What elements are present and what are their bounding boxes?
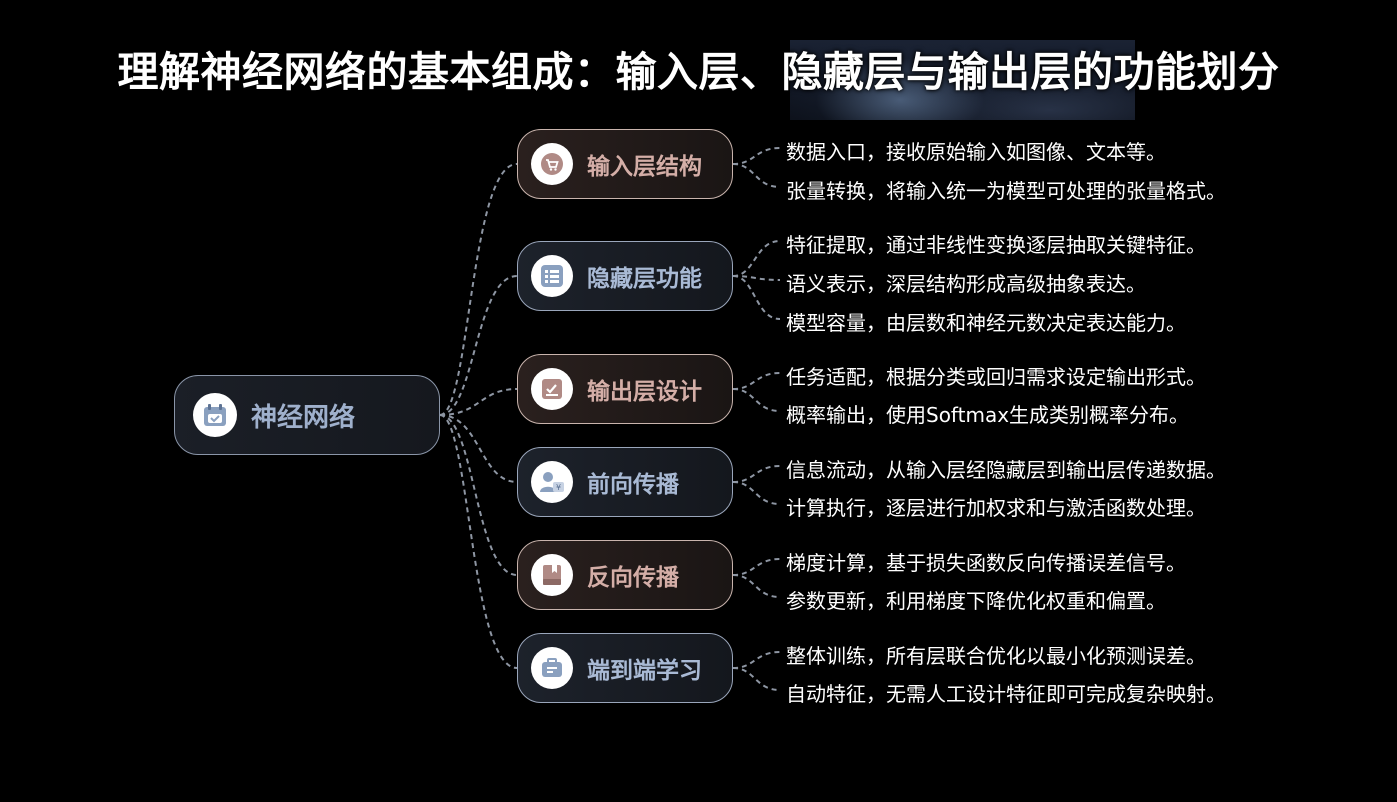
- root-node[interactable]: 神经网络: [174, 375, 440, 455]
- branch-label: 输出层设计: [587, 379, 702, 405]
- branch-hidden-layer[interactable]: 隐藏层功能: [517, 241, 733, 311]
- connector-root-branch-6: [439, 414, 518, 669]
- page-title: 理解神经网络的基本组成：输入层、隐藏层与输出层的功能划分: [117, 48, 1280, 96]
- branch-output-layer[interactable]: 输出层设计: [517, 354, 733, 424]
- checkbox-icon: [531, 368, 573, 410]
- connector-root-branch-5: [439, 414, 518, 576]
- leaf-text: 模型容量，由层数和神经元数决定表达能力。: [786, 311, 1186, 335]
- leaf-text: 整体训练，所有层联合优化以最小化预测误差。: [786, 644, 1206, 668]
- connector-root-branch-2: [439, 275, 518, 416]
- leaf-text: 语义表示，深层结构形成高级抽象表达。: [786, 272, 1146, 296]
- list-icon: [531, 255, 573, 297]
- leaf-text: 概率输出，使用Softmax生成类别概率分布。: [786, 403, 1190, 427]
- connector-b2-leaf-1: [732, 240, 781, 277]
- connector-b3-leaf-1: [732, 372, 781, 390]
- leaf-text: 数据入口，接收原始输入如图像、文本等。: [786, 140, 1166, 164]
- book-icon: [531, 554, 573, 596]
- leaf-text: 计算执行，逐层进行加权求和与激活函数处理。: [786, 496, 1206, 520]
- connector-b5-leaf-2: [732, 574, 781, 598]
- branch-backpropagation[interactable]: 反向传播: [517, 540, 733, 610]
- connector-b6-leaf-2: [732, 667, 781, 691]
- branch-label: 反向传播: [587, 565, 679, 591]
- connector-b3-leaf-2: [732, 388, 781, 412]
- connector-b4-leaf-2: [732, 481, 781, 505]
- svg-text:¥: ¥: [556, 483, 561, 492]
- leaf-text: 信息流动，从输入层经隐藏层到输出层传递数据。: [786, 458, 1226, 482]
- root-label: 神经网络: [251, 402, 356, 433]
- connector-root-branch-1: [439, 163, 518, 416]
- branch-label: 前向传播: [587, 472, 679, 498]
- connector-root-branch-4: [439, 414, 518, 483]
- user-money-icon: ¥: [531, 461, 573, 503]
- connector-root-branch-3: [439, 388, 518, 416]
- leaf-text: 张量转换，将输入统一为模型可处理的张量格式。: [786, 179, 1226, 203]
- connector-b4-leaf-1: [732, 465, 781, 483]
- cart-icon: [531, 143, 573, 185]
- calendar-icon: [193, 393, 237, 437]
- connector-b5-leaf-1: [732, 558, 781, 576]
- background-photo: [790, 40, 1135, 120]
- branch-end-to-end-learning[interactable]: 端到端学习: [517, 633, 733, 703]
- leaf-text: 梯度计算，基于损失函数反向传播误差信号。: [786, 551, 1186, 575]
- connector-b1-leaf-2: [732, 163, 781, 188]
- connector-b2-leaf-3: [732, 275, 781, 320]
- connector-b6-leaf-1: [732, 651, 781, 669]
- branch-forward-propagation[interactable]: ¥ 前向传播: [517, 447, 733, 517]
- connector-b1-leaf-1: [732, 147, 781, 165]
- branch-label: 输入层结构: [587, 154, 702, 180]
- leaf-text: 特征提取，通过非线性变换逐层抽取关键特征。: [786, 233, 1206, 257]
- leaf-text: 自动特征，无需人工设计特征即可完成复杂映射。: [786, 682, 1226, 706]
- branch-label: 隐藏层功能: [587, 266, 702, 292]
- connector-b2-leaf-2: [732, 275, 781, 281]
- leaf-text: 任务适配，根据分类或回归需求设定输出形式。: [786, 365, 1206, 389]
- leaf-text: 参数更新，利用梯度下降优化权重和偏置。: [786, 589, 1166, 613]
- branch-input-layer[interactable]: 输入层结构: [517, 129, 733, 199]
- briefcase-icon: [531, 647, 573, 689]
- branch-label: 端到端学习: [587, 658, 702, 684]
